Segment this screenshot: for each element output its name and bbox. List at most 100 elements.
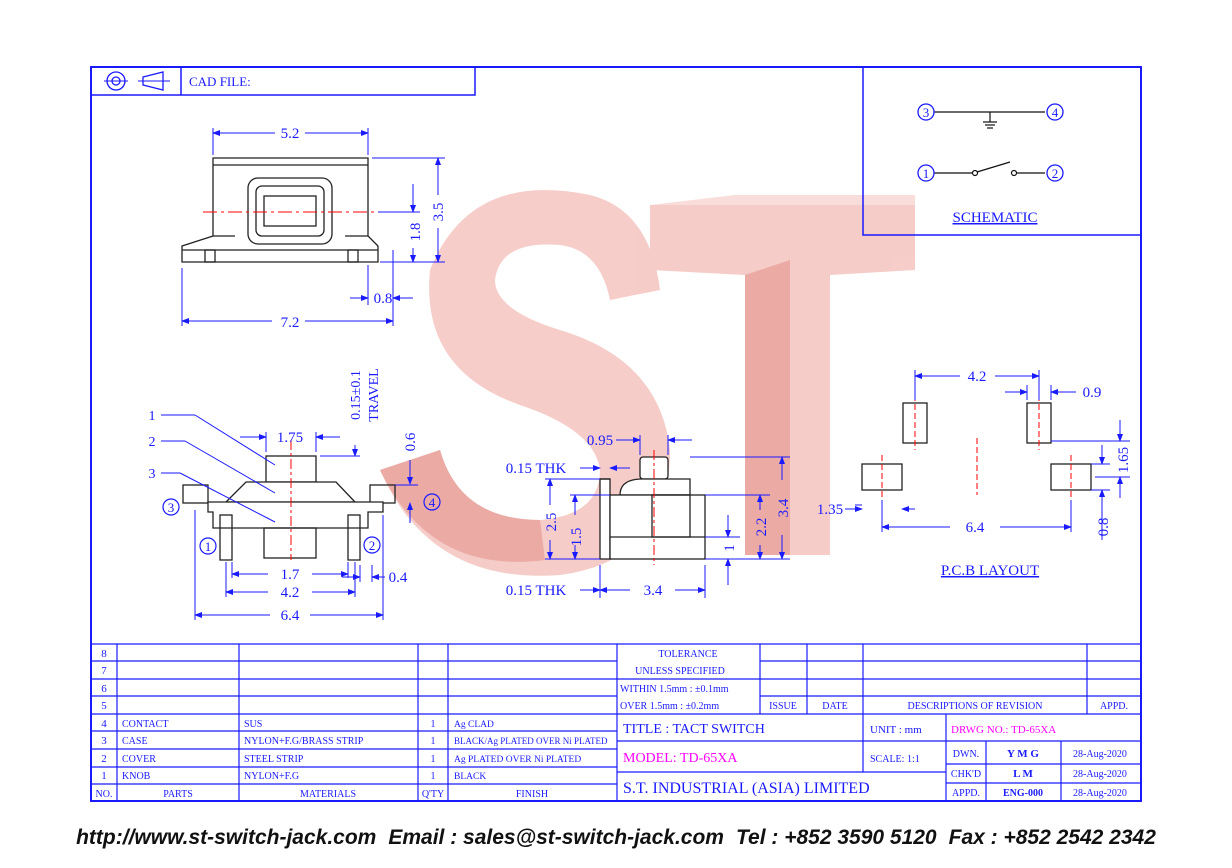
svg-text:1: 1 — [431, 736, 436, 747]
footer-fax: Fax : +852 2542 2342 — [948, 826, 1156, 849]
tolerance-subtitle: UNLESS SPECIFIED — [635, 666, 725, 677]
schematic-pin: 2 — [1052, 166, 1059, 181]
pcb-dim-side: 1.35 — [817, 502, 843, 518]
dim-knob: 1.75 — [277, 430, 303, 446]
front-view-dims — [545, 435, 790, 598]
schematic-pin: 3 — [923, 105, 930, 120]
pcb-layout — [861, 395, 1092, 498]
dim-thk-bottom: 0.15 THK — [506, 583, 567, 599]
tolerance-over: OVER 1.5mm : ±0.2mm — [620, 701, 719, 712]
side-pin: 1 — [205, 539, 212, 554]
drawing-title: TITLE : TACT SWITCH — [623, 722, 765, 737]
bom-header-finish: FINISH — [516, 789, 548, 800]
schematic-title: SCHEMATIC — [952, 210, 1037, 226]
sign-row: CHK'D L M 28-Aug-2020 — [951, 768, 1127, 780]
bom-row: 1 KNOB NYLON+F.G 1 BLACK — [101, 770, 486, 782]
svg-text:4: 4 — [101, 718, 107, 730]
dim-h2: 1.5 — [569, 528, 585, 547]
projection-cone-icon — [142, 71, 164, 91]
outer-frame — [90, 66, 1142, 802]
dim-travel-label: TRAVEL — [367, 368, 382, 421]
svg-text:ENG-000: ENG-000 — [1003, 788, 1043, 799]
revision-desc: DESCRIPTIONS OF REVISION — [907, 701, 1042, 712]
dim-total: 6.4 — [281, 608, 300, 624]
side-pin: 4 — [429, 495, 436, 510]
svg-text:Ag CLAD: Ag CLAD — [454, 720, 494, 730]
svg-text:CHK'D: CHK'D — [951, 769, 981, 780]
footer-email[interactable]: Email : sales@st-switch-jack.com — [388, 826, 724, 849]
dim-bottom-width: 7.2 — [281, 315, 300, 331]
side-pin: 2 — [369, 538, 376, 553]
svg-text:BLACK/Ag PLATED OVER Ni PL: BLACK/Ag PLATED OVER Ni PLATED — [454, 736, 608, 746]
dim-h4: 3.4 — [776, 498, 792, 517]
dim-travel: 0.15±0.1 — [349, 370, 364, 420]
dim-height-mid: 1.8 — [408, 223, 424, 242]
part-callout: 3 — [149, 467, 156, 482]
bom-row: 3 CASE NYLON+F.G/BRASS STRIP 1 BLACK/Ag … — [101, 735, 608, 747]
dim-leg: 0.4 — [389, 570, 408, 586]
svg-text:L M: L M — [1013, 768, 1033, 780]
dim-h1: 2.5 — [544, 513, 560, 532]
svg-text:CONTACT: CONTACT — [122, 719, 168, 730]
cad-file-label: CAD FILE: — [189, 74, 251, 89]
svg-text:CASE: CASE — [122, 736, 148, 747]
svg-text:KNOB: KNOB — [122, 771, 151, 782]
model-label: MODEL: TD-65XA — [623, 751, 738, 766]
front-view — [599, 450, 706, 565]
bom-header-no: NO. — [96, 789, 113, 800]
scale-label: SCALE: 1:1 — [870, 754, 920, 765]
unit-label: UNIT : mm — [870, 724, 922, 736]
svg-text:Ag PLATED OVER Ni PLATED: Ag PLATED OVER Ni PLATED — [454, 755, 581, 765]
dim-h3: 2.2 — [754, 518, 770, 537]
row-number: 8 — [101, 648, 107, 660]
sign-row: DWN. Y M G 28-Aug-2020 — [953, 748, 1127, 760]
footer-tel: Tel : +852 3590 5120 — [735, 826, 937, 849]
side-view — [182, 440, 396, 561]
bom-table-grid — [91, 643, 1141, 801]
svg-text:2: 2 — [101, 753, 107, 765]
svg-text:1: 1 — [431, 754, 436, 765]
pcb-layout-title: P.C.B LAYOUT — [941, 563, 1039, 579]
top-view — [181, 157, 379, 263]
svg-text:1: 1 — [431, 771, 436, 782]
pcb-dim-height: 1.65 — [1116, 447, 1132, 473]
svg-text:BLACK: BLACK — [454, 772, 486, 782]
pcb-dim-width: 6.4 — [966, 520, 985, 536]
part-callout: 1 — [149, 409, 156, 424]
watermark-st — [380, 190, 915, 576]
bom-header-parts: PARTS — [163, 789, 193, 800]
revision-date: DATE — [822, 701, 848, 712]
bom-row: 4 CONTACT SUS 1 Ag CLAD — [101, 718, 494, 730]
side-view-dims — [161, 414, 441, 620]
svg-text:COVER: COVER — [122, 754, 156, 765]
svg-text:28-Aug-2020: 28-Aug-2020 — [1073, 788, 1127, 799]
svg-text:Y M G: Y M G — [1007, 748, 1039, 760]
dim-thk-top: 0.15 THK — [506, 461, 567, 477]
dim-h5: 1 — [722, 544, 738, 552]
dim-front-width: 3.4 — [644, 583, 663, 599]
top-view-dims — [181, 128, 445, 326]
tolerance-within: WITHIN 1.5mm : ±0.1mm — [620, 684, 729, 695]
svg-text:DWN.: DWN. — [953, 749, 979, 760]
svg-text:3: 3 — [101, 735, 107, 747]
row-number: 6 — [101, 683, 107, 695]
row-number: 5 — [101, 700, 107, 712]
revision-issue: ISSUE — [769, 701, 797, 712]
part-callout: 2 — [149, 435, 156, 450]
dim-knob-height: 0.6 — [403, 432, 419, 451]
svg-text:NYLON+F.G/BRASS STRIP: NYLON+F.G/BRASS STRIP — [244, 736, 364, 747]
svg-text:1: 1 — [431, 719, 436, 730]
svg-text:1: 1 — [101, 770, 107, 782]
dim-inner: 1.7 — [281, 567, 300, 583]
svg-text:SUS: SUS — [244, 719, 262, 730]
pcb-dim-pad: 0.9 — [1083, 385, 1102, 401]
schematic-box — [862, 66, 1142, 236]
dim-front-top: 0.95 — [587, 433, 613, 449]
footer-url[interactable]: http://www.st-switch-jack.com — [76, 826, 377, 849]
svg-text:NYLON+F.G: NYLON+F.G — [244, 771, 299, 782]
bom-row: 2 COVER STEEL STRIP 1 Ag PLATED OVER Ni … — [101, 753, 581, 765]
company-name: S.T. INDUSTRIAL (ASIA) LIMITED — [623, 780, 870, 797]
tolerance-title: TOLERANCE — [658, 649, 717, 660]
contact-footer: http://www.st-switch-jack.com Email : sal… — [0, 826, 1232, 850]
